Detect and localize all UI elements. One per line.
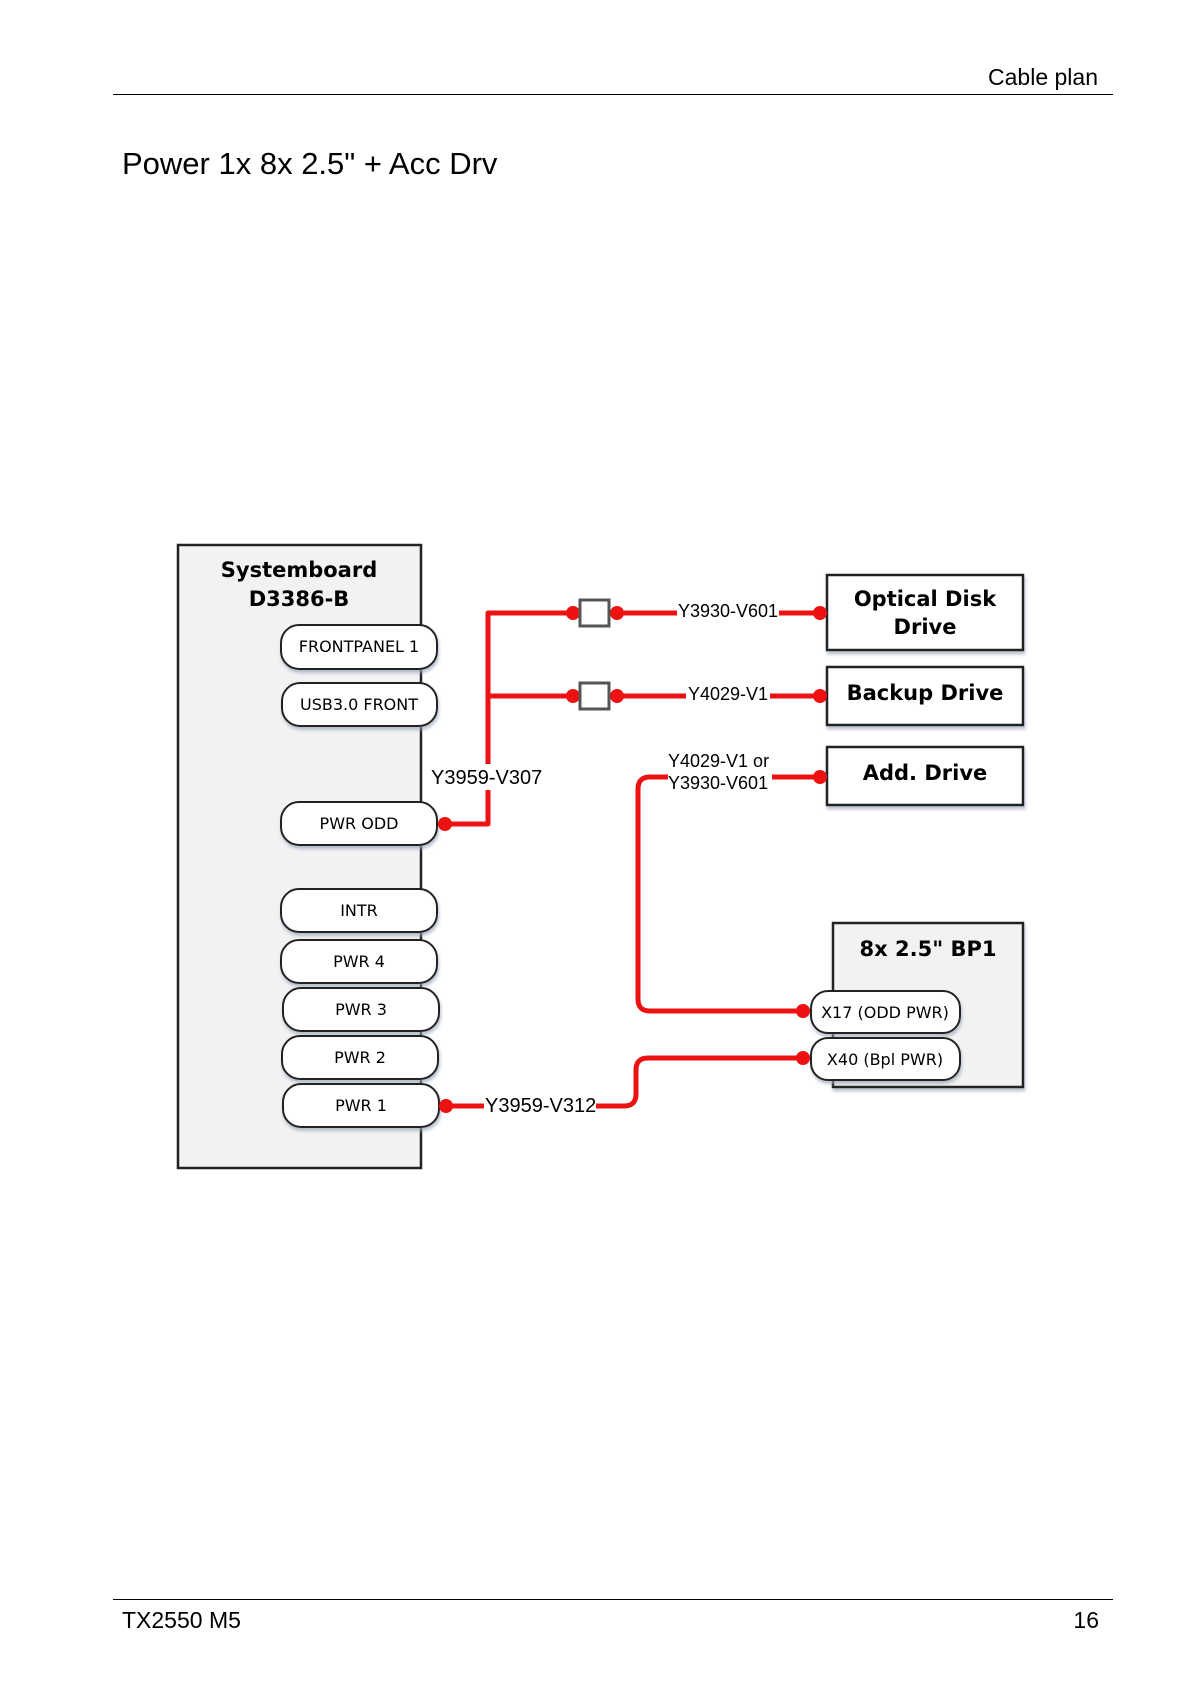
- port-label: PWR ODD: [320, 814, 399, 833]
- port-label: PWR 2: [334, 1048, 386, 1067]
- port-x17[interactable]: X17 (ODD PWR): [811, 991, 960, 1033]
- add-drive: Add. Drive: [827, 747, 1023, 805]
- backup-drive-label: Backup Drive: [847, 681, 1004, 705]
- port-label: PWR 4: [333, 952, 385, 971]
- port-usb3-front[interactable]: USB3.0 FRONT: [282, 683, 437, 726]
- optical-disk-label-2: Drive: [894, 615, 957, 639]
- footer-rule: [113, 1599, 1113, 1600]
- connector-dot: [610, 606, 624, 620]
- port-pwr-3[interactable]: PWR 3: [283, 988, 439, 1031]
- cable-label-y3959-v312: Y3959-V312: [485, 1095, 596, 1117]
- connector-dot: [566, 689, 580, 703]
- port-pwr-2[interactable]: PWR 2: [282, 1036, 438, 1079]
- port-intr[interactable]: INTR: [281, 889, 437, 932]
- cable-adapter: [580, 683, 609, 709]
- port-x40[interactable]: X40 (Bpl PWR): [811, 1038, 960, 1080]
- connector-dot: [813, 770, 827, 784]
- port-label: FRONTPANEL 1: [299, 637, 419, 656]
- cable-label-add-2: Y3930-V601: [668, 773, 768, 793]
- port-label: USB3.0 FRONT: [300, 695, 418, 714]
- port-pwr-odd[interactable]: PWR ODD: [281, 802, 437, 845]
- cable-label-y3930-v601: Y3930-V601: [678, 601, 778, 621]
- connector-dot: [566, 606, 580, 620]
- cable-add-drive: [638, 777, 820, 1011]
- port-pwr-4[interactable]: PWR 4: [281, 940, 437, 983]
- port-frontpanel-1[interactable]: FRONTPANEL 1: [281, 625, 437, 669]
- port-label: X40 (Bpl PWR): [827, 1050, 943, 1069]
- systemboard-title: Systemboard: [221, 558, 378, 582]
- backplane-title: 8x 2.5" BP1: [860, 937, 997, 961]
- cable-adapter: [580, 600, 609, 626]
- page-number: 16: [1073, 1607, 1099, 1634]
- connector-dot: [813, 689, 827, 703]
- connector-dot: [438, 817, 452, 831]
- cable-label-add-1: Y4029-V1 or: [668, 751, 769, 771]
- backup-drive: Backup Drive: [827, 667, 1023, 725]
- optical-disk-label: Optical Disk: [854, 587, 997, 611]
- port-label: X17 (ODD PWR): [821, 1003, 949, 1022]
- footer-model: TX2550 M5: [122, 1607, 241, 1634]
- cable-label-y3959-v307: Y3959-V307: [431, 767, 542, 789]
- port-label: INTR: [340, 901, 378, 920]
- port-label: PWR 1: [335, 1096, 387, 1115]
- cable-label-y4029-v1: Y4029-V1: [688, 684, 768, 704]
- connector-dot: [796, 1004, 810, 1018]
- connector-dot: [610, 689, 624, 703]
- port-label: PWR 3: [335, 1000, 387, 1019]
- connector-dot: [439, 1099, 453, 1113]
- connector-dot: [796, 1051, 810, 1065]
- add-drive-label: Add. Drive: [863, 761, 988, 785]
- port-pwr-1[interactable]: PWR 1: [283, 1084, 439, 1127]
- connector-dot: [813, 606, 827, 620]
- systemboard-model: D3386-B: [249, 587, 350, 611]
- cable-y3959-v307: [445, 613, 573, 824]
- optical-disk-drive: Optical Disk Drive: [827, 575, 1023, 650]
